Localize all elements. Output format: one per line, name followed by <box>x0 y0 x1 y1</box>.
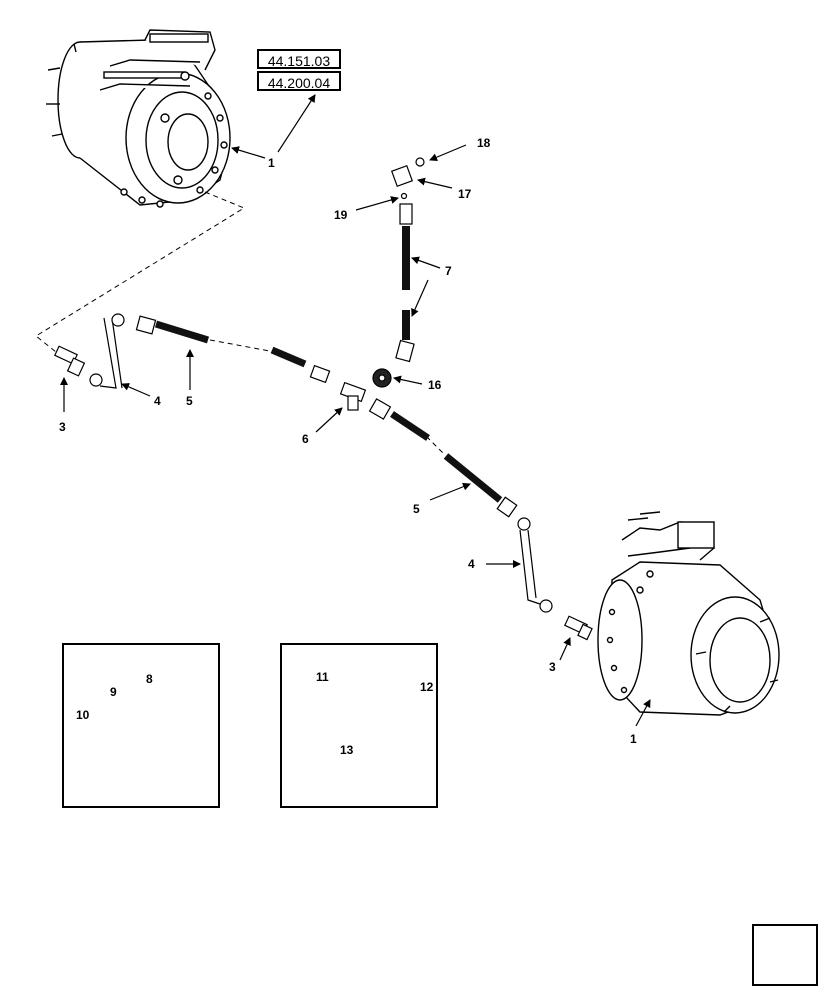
callout-9: 9 <box>110 685 117 699</box>
fitting-3-right <box>564 615 593 641</box>
callout-16: 16 <box>428 378 442 392</box>
callout-7: 7 <box>445 264 452 278</box>
callout-5-right: 5 <box>413 502 420 516</box>
callout-1-bottom: 1 <box>630 732 637 746</box>
hose-7 <box>395 203 415 363</box>
hose-5-right <box>368 398 518 518</box>
callout-4-left: 4 <box>154 394 161 408</box>
callout-3-left: 3 <box>59 420 66 434</box>
callout-1-top: 1 <box>268 156 275 170</box>
callout-8: 8 <box>146 672 153 686</box>
callout-19: 19 <box>334 208 348 222</box>
wheel-motor-bottom <box>597 511 780 716</box>
inset-panel-1 <box>62 643 220 808</box>
tube-4-left <box>89 313 125 389</box>
tube-4-right <box>517 517 553 613</box>
callout-11: 11 <box>316 670 329 684</box>
callout-3-right: 3 <box>549 660 556 674</box>
next-page-button[interactable] <box>752 924 818 986</box>
callout-5-left: 5 <box>186 394 193 408</box>
callout-12: 12 <box>420 680 434 694</box>
inset-panel-2 <box>280 643 438 808</box>
callout-18: 18 <box>477 136 491 150</box>
reference-code-1[interactable]: 44.151.03 <box>257 49 341 69</box>
leader-arrows <box>60 94 651 727</box>
elbow-fitting-17 <box>390 157 425 200</box>
callout-4-right: 4 <box>468 557 475 571</box>
fitting-3-left <box>54 345 86 377</box>
callout-17: 17 <box>458 187 472 201</box>
nut-16 <box>372 368 392 388</box>
hose-5-left <box>135 315 331 384</box>
tee-fitting-6 <box>339 381 367 411</box>
wheel-motor-top <box>46 29 231 208</box>
callout-6: 6 <box>302 432 309 446</box>
callout-10: 10 <box>76 708 90 722</box>
reference-code-2[interactable]: 44.200.04 <box>257 71 341 91</box>
callout-13: 13 <box>340 743 354 757</box>
